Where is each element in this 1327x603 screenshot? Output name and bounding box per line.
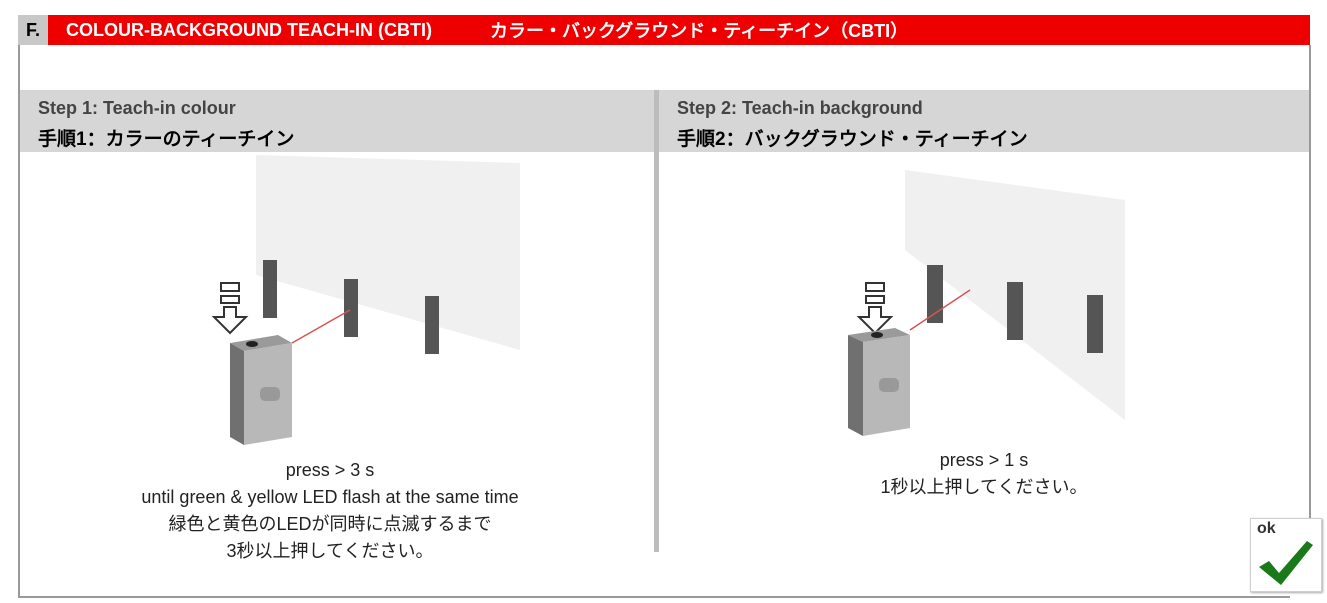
step-1-illustration [211, 155, 520, 445]
step-1-caption-line: 緑色と黄色のLEDが同時に点滅するまで [168, 514, 492, 534]
sensor-lens [879, 378, 899, 392]
step-2-caption-line: press > 1 s [939, 450, 1029, 470]
step-1-title-jp: 手順1：カラーのティーチイン [38, 129, 295, 150]
press-arrow-icon [856, 306, 894, 335]
target-bar [263, 260, 277, 318]
sensor-side [848, 335, 863, 436]
laser-beam [909, 289, 971, 331]
ok-label: ok [1257, 520, 1276, 537]
press-indicator-icon [220, 282, 240, 292]
step-2-illustration [848, 170, 1125, 436]
step-1-header: Step 1: Teach-in colour 手順1：カラーのティーチイン [20, 90, 654, 152]
section-title-en: COLOUR-BACKGROUND TEACH-IN (CBTI) [66, 19, 432, 40]
press-indicator-icon [865, 295, 885, 304]
press-indicator-icon [220, 295, 240, 304]
sensor-lens [260, 387, 280, 401]
frame-right-border [1309, 45, 1311, 590]
press-arrow-icon [211, 306, 249, 335]
step-2-caption: press > 1 s 1秒以上押してください。 [724, 447, 1244, 501]
background-panel [256, 155, 520, 350]
section-header: F. COLOUR-BACKGROUND TEACH-IN (CBTI) カラー… [18, 15, 1310, 45]
ok-badge: ok [1250, 518, 1322, 592]
target-bar [1087, 295, 1103, 353]
laser-beam [291, 309, 351, 344]
step-1-caption: press > 3 s until green & yellow LED fla… [80, 457, 580, 565]
step-2-header: Step 2: Teach-in background 手順2：バックグラウンド… [659, 90, 1309, 152]
step-1-caption-line: 3秒以上押してください。 [226, 541, 434, 561]
step-1-caption-line: press > 3 s [285, 460, 375, 480]
section-title-jp: カラー・バックグラウンド・ティーチイン（CBTI） [489, 21, 909, 41]
frame-bottom-border [18, 596, 1290, 598]
target-bar [425, 296, 439, 354]
step-2-caption-line: 1秒以上押してください。 [880, 477, 1088, 497]
target-bar [927, 265, 943, 323]
target-bar [1007, 282, 1023, 340]
section-letter: F. [18, 15, 48, 45]
column-divider [654, 90, 659, 552]
sensor-button-icon [871, 332, 883, 338]
step-1-caption-line: until green & yellow LED flash at the sa… [141, 487, 519, 507]
step-2-title-en: Step 2: Teach-in background [677, 98, 923, 118]
step-2-title-jp: 手順2：バックグラウンド・ティーチイン [677, 129, 1028, 150]
sensor-side [230, 343, 244, 445]
step-1-title-en: Step 1: Teach-in colour [38, 98, 236, 118]
press-indicator-icon [865, 282, 885, 292]
target-bar [344, 279, 358, 337]
sensor-button-icon [246, 341, 258, 347]
frame-left-border [18, 45, 20, 598]
checkmark-icon [1259, 541, 1313, 585]
sensor-top [230, 335, 292, 351]
